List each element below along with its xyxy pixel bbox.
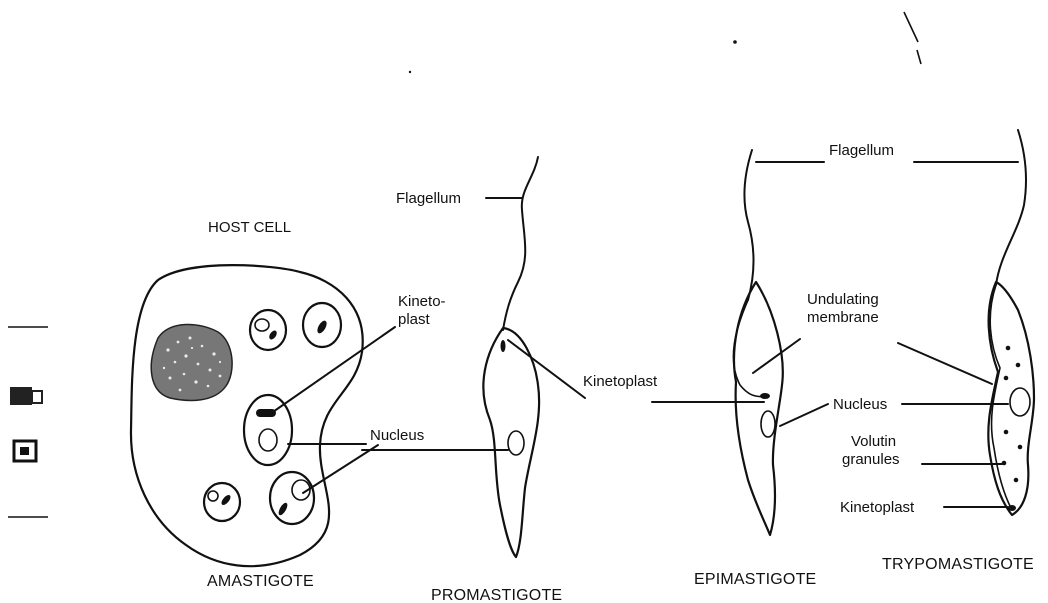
amastigote-kinetoplast-label: Kineto-plast: [398, 293, 446, 328]
epimastigote-figure: EPIMASTIGOTE: [652, 150, 828, 588]
epimastigote-caption: EPIMASTIGOTE: [694, 571, 816, 588]
trypomastigote-kinetoplast: [1008, 505, 1016, 511]
scan-mark-line: [904, 12, 918, 42]
scan-mark-line: [917, 50, 921, 64]
svg-text:Kineto-plast: Kineto-plast: [398, 293, 446, 328]
undulating-membrane-line1: Undulating: [807, 291, 879, 308]
undulating-membrane-leader: [753, 339, 800, 373]
promastigote-nucleus: [508, 431, 524, 455]
nucleus-right-label: Nucleus: [833, 396, 887, 413]
amastigote-caption: AMASTIGOTE: [207, 573, 314, 590]
promastigote-caption: PROMASTIGOTE: [431, 587, 562, 603]
epimastigote-body: [734, 282, 783, 535]
amastigote-center: [244, 395, 292, 465]
margin-glyph: [32, 391, 42, 403]
promastigote-figure: Flagellum PROMASTIGOTE: [362, 157, 585, 603]
amastigote-bottom-right: [270, 472, 314, 524]
undulating-membrane-line2: membrane: [807, 309, 879, 326]
margin-glyph: [20, 447, 29, 455]
nucleus-leader-lower: [303, 445, 378, 493]
scan-artifacts: [8, 12, 921, 517]
trypomastigote-nucleus: [1010, 388, 1030, 416]
epimastigote-kinetoplast: [760, 393, 770, 399]
trypomastigote-caption: TRYPOMASTIGOTE: [882, 556, 1034, 573]
host-cell-label: HOST CELL: [208, 219, 291, 236]
promastigote-flagellum-label: Flagellum: [396, 190, 461, 207]
epimastigote-nucleus: [761, 411, 775, 437]
promastigote-kinetoplast: [501, 340, 506, 352]
trypomastigote-flagellum: [996, 130, 1026, 285]
margin-glyph: [10, 387, 32, 405]
epimastigote-undulating-membrane: [733, 300, 768, 398]
amastigote-bottom-left: [204, 483, 240, 521]
kinetoplast-right-label: Kinetoplast: [840, 499, 915, 516]
amastigote-nucleus-label: Nucleus: [370, 427, 424, 444]
scan-speck: [409, 71, 411, 73]
amastigote-top-right: [303, 303, 341, 347]
kinetoplast-center-label: Kinetoplast: [583, 373, 658, 390]
kinetoplast-leader: [270, 327, 395, 414]
promastigote-flagellum: [503, 157, 538, 330]
volutin-granules-line2: granules: [842, 451, 900, 468]
promastigote-kinetoplast-leader: [508, 340, 585, 398]
kinetoplast-label-line1: Kineto-: [398, 293, 446, 310]
scan-speck: [733, 40, 737, 44]
flagellum-right-label: Flagellum: [829, 142, 894, 159]
promastigote-body: [483, 328, 539, 557]
amastigote-top-left: [250, 310, 286, 350]
epimastigote-flagellum: [745, 150, 754, 300]
volutin-granules-line1: Volutin: [851, 433, 896, 450]
kinetoplast-label-line2: plast: [398, 311, 431, 328]
trypomastigote-body: [988, 282, 1034, 515]
epimastigote-nucleus-leader: [780, 404, 828, 426]
amastigote-figure: HOST CELL: [131, 219, 446, 590]
trypo-membrane-leader: [898, 343, 992, 384]
